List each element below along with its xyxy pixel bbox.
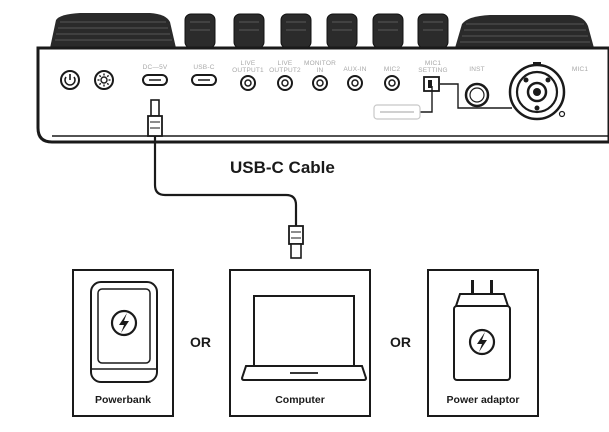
cable-label: USB-C Cable [230,158,335,177]
mic1-xlr-combo-jack[interactable] [508,62,566,121]
aux-in-label: AUX-IN [343,66,367,73]
device-top [50,13,594,49]
mic1-setting-switch[interactable] [420,76,440,113]
power-adaptor-caption: Power adaptor [446,394,520,406]
powerbank-option [72,269,174,417]
live-output2-label: LIVE OUTPUT2 [269,60,301,74]
mic1-setting-indicator [373,104,421,120]
lightning-icon [468,328,496,356]
mic1-setting-label: MIC1 SETTING [418,60,448,74]
live-output1-jack[interactable] [240,75,256,91]
powerbank-caption: Powerbank [94,394,152,406]
mic2-label: MIC2 [383,66,401,73]
live-output1-label: LIVE OUTPUT1 [232,60,264,74]
gear-icon [97,73,111,87]
device-back-panel [36,46,609,144]
computer-caption: Computer [275,394,325,406]
inst-label: INST [469,66,485,73]
mic2-jack[interactable] [384,75,400,91]
lightning-icon [110,309,138,337]
monitor-in-label: MONITOR IN [304,60,336,74]
or-separator: OR [190,334,211,350]
power-button[interactable] [60,70,80,90]
monitor-in-jack[interactable] [312,75,328,91]
computer-option [229,269,371,417]
dc-5v-port[interactable] [142,74,168,86]
or-separator: OR [390,334,411,350]
aux-in-jack[interactable] [347,75,363,91]
dc-5v-label: DC—5V [142,64,168,71]
power-icon [64,74,76,86]
usb-c-port[interactable] [191,74,217,86]
usb-c-label: USB-C [193,64,215,71]
usb-c-cable [147,99,304,259]
inst-jack[interactable] [440,82,512,109]
settings-button[interactable] [94,70,114,90]
live-output2-jack[interactable] [277,75,293,91]
power-adaptor-option [427,269,539,417]
mic1-label: MIC1 [571,66,589,73]
top-knobs [184,13,449,49]
laptop-icon [240,295,368,381]
